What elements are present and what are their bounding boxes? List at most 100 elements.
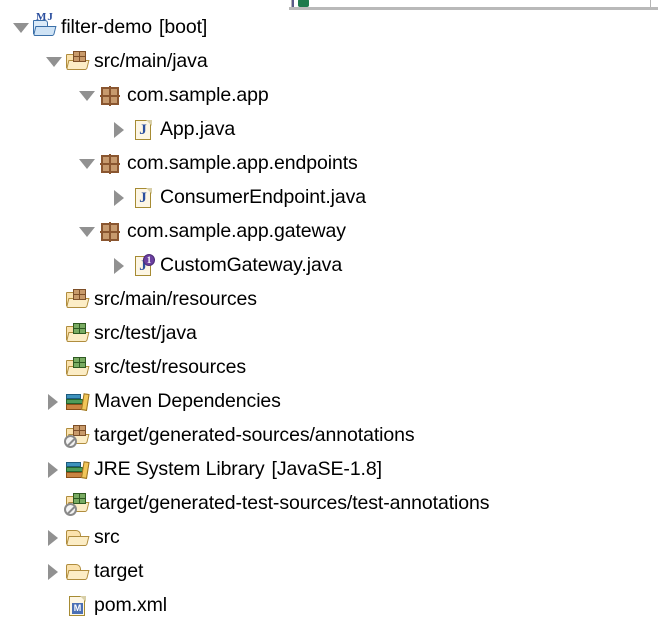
tree-item-label: target/generated-sources/annotations <box>94 423 415 446</box>
book-stack-icon <box>66 393 90 411</box>
package-icon <box>98 151 122 175</box>
source-grid-icon <box>73 357 86 368</box>
tree-item-jre-system-library[interactable]: JRE System Library [JavaSE-1.8] <box>0 452 658 486</box>
tree-item-label: CustomGateway.java <box>160 253 343 276</box>
tree-item-app-java[interactable]: J App.java <box>0 112 658 146</box>
toolbar-divider-icon <box>292 0 294 7</box>
twisty-spacer <box>43 316 65 350</box>
expand-arrow-icon[interactable] <box>109 248 131 282</box>
tree-item-src-main-java[interactable]: src/main/java <box>0 44 658 78</box>
expand-arrow-icon[interactable] <box>43 384 65 418</box>
tree-item-src-test-resources[interactable]: src/test/resources <box>0 350 658 384</box>
tree-item-decoration: [JavaSE-1.8] <box>271 457 383 480</box>
collapse-arrow-icon[interactable] <box>43 44 65 78</box>
source-folder-main-excluded-icon <box>64 423 90 448</box>
maven-java-project-icon: MJ <box>32 11 57 39</box>
java-file-shape: J <box>135 187 152 208</box>
source-grid-icon <box>73 493 86 504</box>
tree-item-com-sample-app-gateway[interactable]: com.sample.app.gateway <box>0 214 658 248</box>
tree-item-label: ConsumerEndpoint.java <box>160 185 367 208</box>
maven-java-letters: MJ <box>36 11 54 23</box>
tree-item-label: src/test/java <box>94 321 197 344</box>
tree-item-target-generated-test-sources-test-annotations[interactable]: target/generated-test-sources/test-annot… <box>0 486 658 520</box>
expand-arrow-icon[interactable] <box>43 520 65 554</box>
tree-item-label: filter-demo <box>61 15 153 38</box>
source-folder-test-icon <box>65 355 90 379</box>
excluded-badge-icon <box>64 503 77 516</box>
source-grid-icon <box>73 323 86 334</box>
collapse-arrow-icon[interactable] <box>76 146 98 180</box>
source-folder-main-icon <box>65 49 90 73</box>
folder-icon <box>65 559 90 583</box>
tree-item-src-main-resources[interactable]: src/main/resources <box>0 282 658 316</box>
tree-item-label: target <box>94 559 144 582</box>
tree-item-label: com.sample.app <box>127 83 269 106</box>
package-icon <box>98 219 122 243</box>
expand-arrow-icon[interactable] <box>109 180 131 214</box>
tree-item-label: src <box>94 525 120 548</box>
tree-item-label: pom.xml <box>94 593 167 616</box>
twisty-spacer <box>43 282 65 316</box>
source-folder-test-excluded-icon <box>64 491 90 516</box>
java-file-icon: J <box>131 117 155 141</box>
expand-arrow-icon[interactable] <box>43 554 65 588</box>
tree-item-src-test-java[interactable]: src/test/java <box>0 316 658 350</box>
tree-item-target-generated-sources-annotations[interactable]: target/generated-sources/annotations <box>0 418 658 452</box>
book-stack-icon <box>66 461 90 479</box>
tree-item-label: JRE System Library <box>94 457 265 480</box>
folder-icon <box>65 525 90 549</box>
tree-item-com-sample-app[interactable]: com.sample.app <box>0 78 658 112</box>
twisty-spacer <box>43 588 65 622</box>
tree-item-label: src/test/resources <box>94 355 247 378</box>
java-file-shape: J <box>135 119 152 140</box>
folder-shape <box>66 564 90 580</box>
twisty-spacer <box>43 486 65 520</box>
tree-item-label: Maven Dependencies <box>94 389 281 412</box>
interface-badge-icon: 1 <box>143 254 155 266</box>
collapse-arrow-icon[interactable] <box>76 78 98 112</box>
folder-shape <box>33 20 57 36</box>
toolbar-bottom-border <box>289 7 658 10</box>
collapse-arrow-icon[interactable] <box>76 214 98 248</box>
tree-item-label: src/main/java <box>94 49 208 72</box>
tree-item-consumer-endpoint-java[interactable]: J ConsumerEndpoint.java <box>0 180 658 214</box>
tree-item-label: com.sample.app.endpoints <box>127 151 358 174</box>
maven-pom-file-icon: M <box>65 593 89 617</box>
expand-arrow-icon[interactable] <box>109 112 131 146</box>
tree-item-decoration: [boot] <box>159 15 208 38</box>
green-square-icon[interactable] <box>298 0 309 7</box>
folder-shape <box>66 530 90 546</box>
toolbar-strip <box>0 0 658 10</box>
tree-item-label: src/main/resources <box>94 287 257 310</box>
package-icon <box>98 83 122 107</box>
xml-file-shape: M <box>69 595 86 616</box>
java-file-icon: J <box>131 185 155 209</box>
twisty-spacer <box>43 418 65 452</box>
twisty-spacer <box>43 350 65 384</box>
package-grid-icon <box>100 222 120 242</box>
tree-item-com-sample-app-endpoints[interactable]: com.sample.app.endpoints <box>0 146 658 180</box>
library-icon <box>65 457 90 481</box>
expand-arrow-icon[interactable] <box>43 452 65 486</box>
tree-item-target[interactable]: target <box>0 554 658 588</box>
source-folder-main-icon <box>65 287 90 311</box>
source-grid-icon <box>73 51 86 62</box>
tree-item-label: com.sample.app.gateway <box>127 219 346 242</box>
collapse-arrow-icon[interactable] <box>10 10 32 44</box>
tree-item-filter-demo[interactable]: MJ filter-demo [boot] <box>0 10 658 44</box>
tree-item-label: target/generated-test-sources/test-annot… <box>94 491 490 514</box>
package-grid-icon <box>100 154 120 174</box>
package-grid-icon <box>100 86 120 106</box>
tree-item-src[interactable]: src <box>0 520 658 554</box>
source-folder-test-icon <box>65 321 90 345</box>
library-icon <box>65 389 90 413</box>
excluded-badge-icon <box>64 435 77 448</box>
source-grid-icon <box>73 289 86 300</box>
source-grid-icon <box>73 425 86 436</box>
tree-item-maven-dependencies[interactable]: Maven Dependencies <box>0 384 658 418</box>
tree-item-label: App.java <box>160 117 236 140</box>
